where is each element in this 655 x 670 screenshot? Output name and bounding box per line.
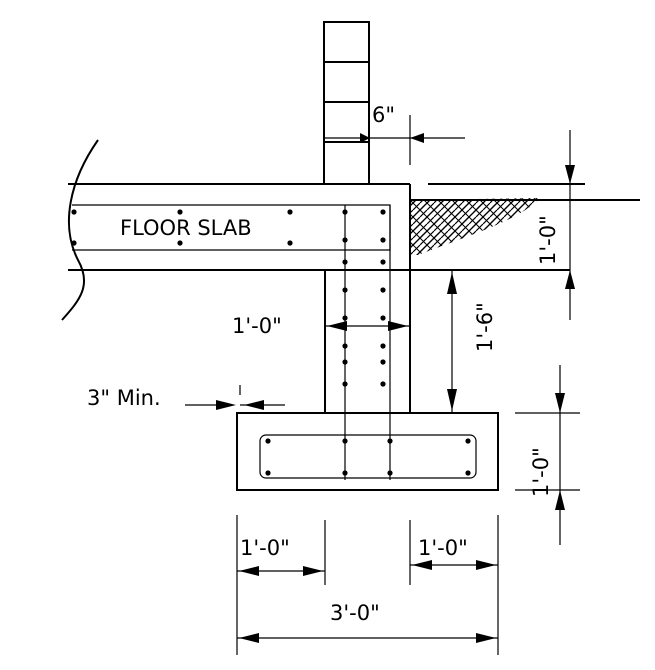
wall-offset-dimension [325, 115, 465, 165]
min-cover-dimension [185, 385, 285, 410]
rebar-dots [71, 209, 471, 476]
right-projection-dimension [410, 560, 498, 570]
extension-lines [236, 515, 499, 655]
footing [236, 412, 499, 491]
footing-width-dimension [237, 633, 498, 643]
wall-offset-label: 6" [372, 103, 395, 127]
left-projection-label: 1'-0" [240, 536, 290, 560]
right-projection-label: 1'-0" [418, 536, 468, 560]
footing-width-label: 3'-0" [330, 601, 380, 625]
stem-height-dimension [447, 270, 457, 413]
footing-depth-label: 1'-0" [529, 447, 553, 497]
masonry-wall [323, 21, 370, 185]
floor-slab-label: FLOOR SLAB [120, 216, 252, 240]
stem-width-label: 1'-0" [232, 314, 282, 338]
left-projection-dimension [237, 566, 325, 576]
min-cover-label: 3" Min. [87, 386, 161, 410]
stem-height-label: 1'-6" [473, 302, 497, 352]
footing-depth-dimension [515, 365, 580, 545]
slab-thickness-dimension [565, 130, 575, 320]
soil-backfill [410, 198, 540, 255]
slab-thickness-label: 1'-0" [536, 215, 560, 265]
break-line [61, 139, 99, 321]
stem-width-dimension [325, 321, 410, 331]
